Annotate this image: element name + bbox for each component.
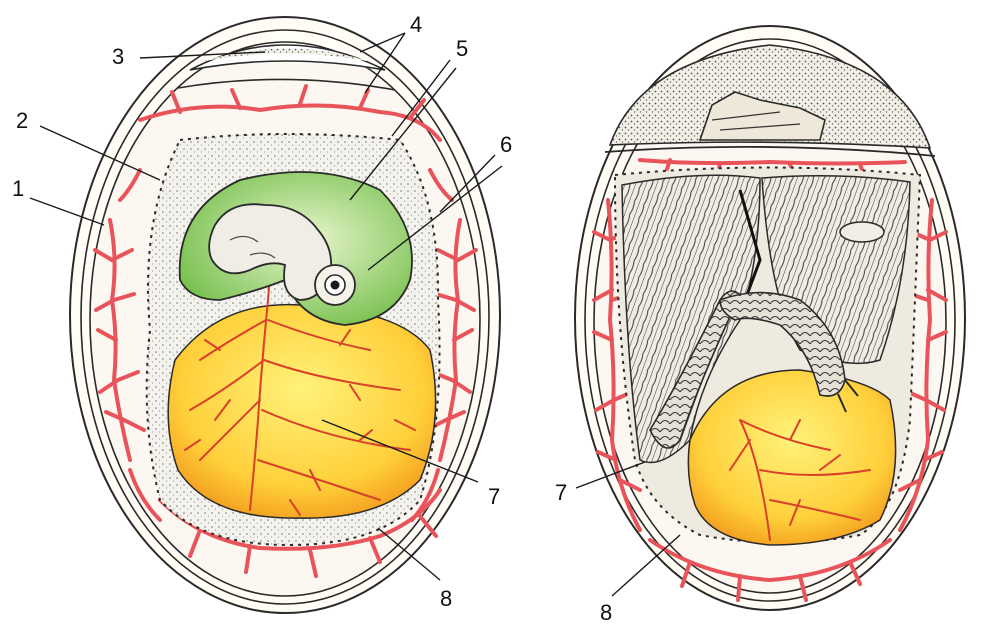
label-7-left: 7: [488, 484, 500, 509]
label-8-left: 8: [440, 586, 452, 611]
label-6: 6: [500, 132, 512, 157]
label-1: 1: [12, 176, 24, 201]
label-3: 3: [112, 44, 124, 69]
label-4: 4: [410, 12, 422, 37]
left-egg: 1 2 3 4 5 6 7 8: [12, 12, 512, 613]
label-7-right: 7: [555, 480, 567, 505]
label-2: 2: [16, 108, 28, 133]
label-5: 5: [456, 36, 468, 61]
label-8-right: 8: [600, 600, 612, 625]
right-egg: 7 8: [555, 26, 965, 625]
left-yolk-sac: [168, 305, 435, 518]
